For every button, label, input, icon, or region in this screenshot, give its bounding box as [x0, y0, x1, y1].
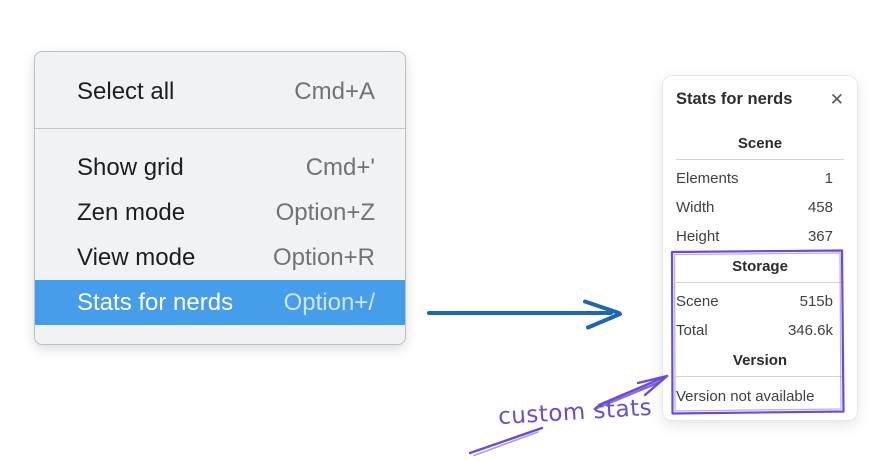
stat-value: 458 — [807, 199, 833, 216]
stat-value: 346.6k — [787, 322, 833, 339]
stat-label: Width — [676, 199, 715, 216]
version-note: Version not available — [676, 388, 815, 405]
section-divider — [676, 282, 844, 283]
menu-divider — [35, 128, 405, 129]
menu-item-label: Stats for nerds — [77, 288, 234, 316]
close-icon[interactable]: ✕ — [829, 89, 844, 109]
stats-panel-header: Stats for nerds ✕ — [676, 88, 844, 110]
section-divider — [676, 159, 844, 160]
section-heading-version: Version — [732, 352, 788, 369]
menu-item-shortcut: Option+/ — [283, 288, 375, 316]
menu-item-select-all[interactable]: Select all Cmd+A — [35, 64, 405, 120]
stats-panel: Stats for nerds ✕ Scene Elements 1 Width… — [662, 75, 858, 421]
custom-stats-label: custom stats — [497, 394, 653, 431]
stat-row-elements: Elements 1 — [676, 164, 844, 193]
menu-item-shortcut: Cmd+A — [294, 78, 375, 105]
stat-label: Total — [676, 322, 708, 339]
menu-item-shortcut: Option+Z — [275, 198, 375, 226]
stat-label: Scene — [676, 293, 719, 310]
menu-item-view-mode[interactable]: View mode Option+R — [35, 235, 405, 280]
section-divider — [676, 376, 844, 377]
stat-row-scene: Scene 515b — [676, 287, 844, 316]
stat-value: 1 — [824, 170, 833, 187]
blue-arrow — [427, 299, 622, 330]
stat-row-width: Width 458 — [676, 193, 844, 222]
menu-item-zen-mode[interactable]: Zen mode Option+Z — [35, 190, 405, 235]
section-heading-storage: Storage — [732, 258, 788, 275]
stat-row-height: Height 367 — [676, 222, 844, 251]
menu-item-label: Show grid — [77, 153, 184, 181]
menu-item-show-grid[interactable]: Show grid Cmd+' — [35, 145, 405, 190]
stat-label: Elements — [676, 170, 739, 187]
menu-item-shortcut: Cmd+' — [305, 153, 375, 181]
stat-value: 515b — [799, 293, 833, 310]
stat-value: 367 — [807, 228, 833, 245]
menu-item-shortcut: Option+R — [272, 243, 375, 271]
stat-row-total: Total 346.6k — [676, 316, 844, 345]
stats-panel-title: Stats for nerds — [676, 90, 793, 108]
menu-item-stats-for-nerds[interactable]: Stats for nerds Option+/ — [35, 280, 405, 325]
context-menu: Select all Cmd+A Show grid Cmd+' Zen mod… — [34, 51, 406, 345]
menu-item-label: Zen mode — [77, 198, 186, 226]
menu-item-label: Select all — [77, 78, 175, 105]
menu-item-label: View mode — [77, 243, 196, 271]
stat-label: Height — [676, 228, 720, 245]
section-heading-scene: Scene — [737, 135, 783, 152]
